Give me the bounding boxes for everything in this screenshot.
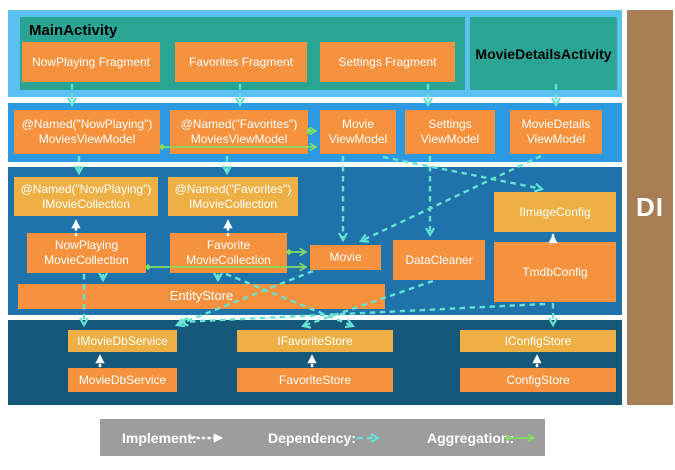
node-fav-imovie-collection: @Named("Favorites") IMovieCollection: [168, 177, 298, 216]
node-config-store: ConfigStore: [460, 368, 616, 392]
node-data-cleaner: DataCleaner: [393, 240, 485, 280]
node-iconfig-store: IConfigStore: [460, 330, 616, 352]
node-settings-viewmodel: Settings ViewModel: [405, 110, 495, 154]
node-np-imovie-collection: @Named("NowPlaying") IMovieCollection: [14, 177, 158, 216]
node-movie-viewmodel: Movie ViewModel: [320, 110, 396, 154]
main-activity-label: MainActivity: [29, 22, 118, 39]
node-favorite-store: FavoriteStore: [237, 368, 393, 392]
node-favorite-movie-collection: Favorite MovieCollection: [170, 233, 287, 273]
node-entity-store: EntityStore: [18, 284, 385, 309]
node-favorites-fragment: Favorites Fragment: [175, 42, 307, 82]
legend: Implement: Dependency: Aggregation:: [100, 419, 545, 456]
node-ifavorite-store: IFavoriteStore: [237, 330, 393, 352]
movie-details-activity-label: MovieDetailsActivity: [475, 45, 612, 62]
node-movie-details-viewmodel: MovieDetails ViewModel: [510, 110, 602, 154]
legend-implement-label: Implement:: [122, 430, 197, 446]
node-nowplaying-fragment: NowPlaying Fragment: [22, 42, 160, 82]
node-settings-fragment: Settings Fragment: [320, 42, 455, 82]
node-tmdb-config: TmdbConfig: [494, 242, 616, 302]
node-nowplaying-movie-collection: NowPlaying MovieCollection: [27, 233, 146, 273]
node-moviedb-service: MovieDbService: [68, 368, 177, 392]
di-bar: DI: [627, 10, 673, 405]
node-iimage-config: IImageConfig: [494, 192, 616, 232]
node-fav-movies-viewmodel: @Named("Favorites") MoviesViewModel: [170, 110, 308, 154]
legend-aggregation-label: Aggregation:: [427, 430, 515, 446]
node-imoviedb-service: IMovieDbService: [68, 330, 177, 352]
legend-dependency-label: Dependency:: [268, 430, 356, 446]
di-label: DI: [636, 192, 664, 222]
node-np-movies-viewmodel: @Named("NowPlaying") MoviesViewModel: [14, 110, 160, 154]
node-movie: Movie: [310, 245, 381, 270]
node-movie-details-activity: MovieDetailsActivity: [470, 17, 617, 90]
